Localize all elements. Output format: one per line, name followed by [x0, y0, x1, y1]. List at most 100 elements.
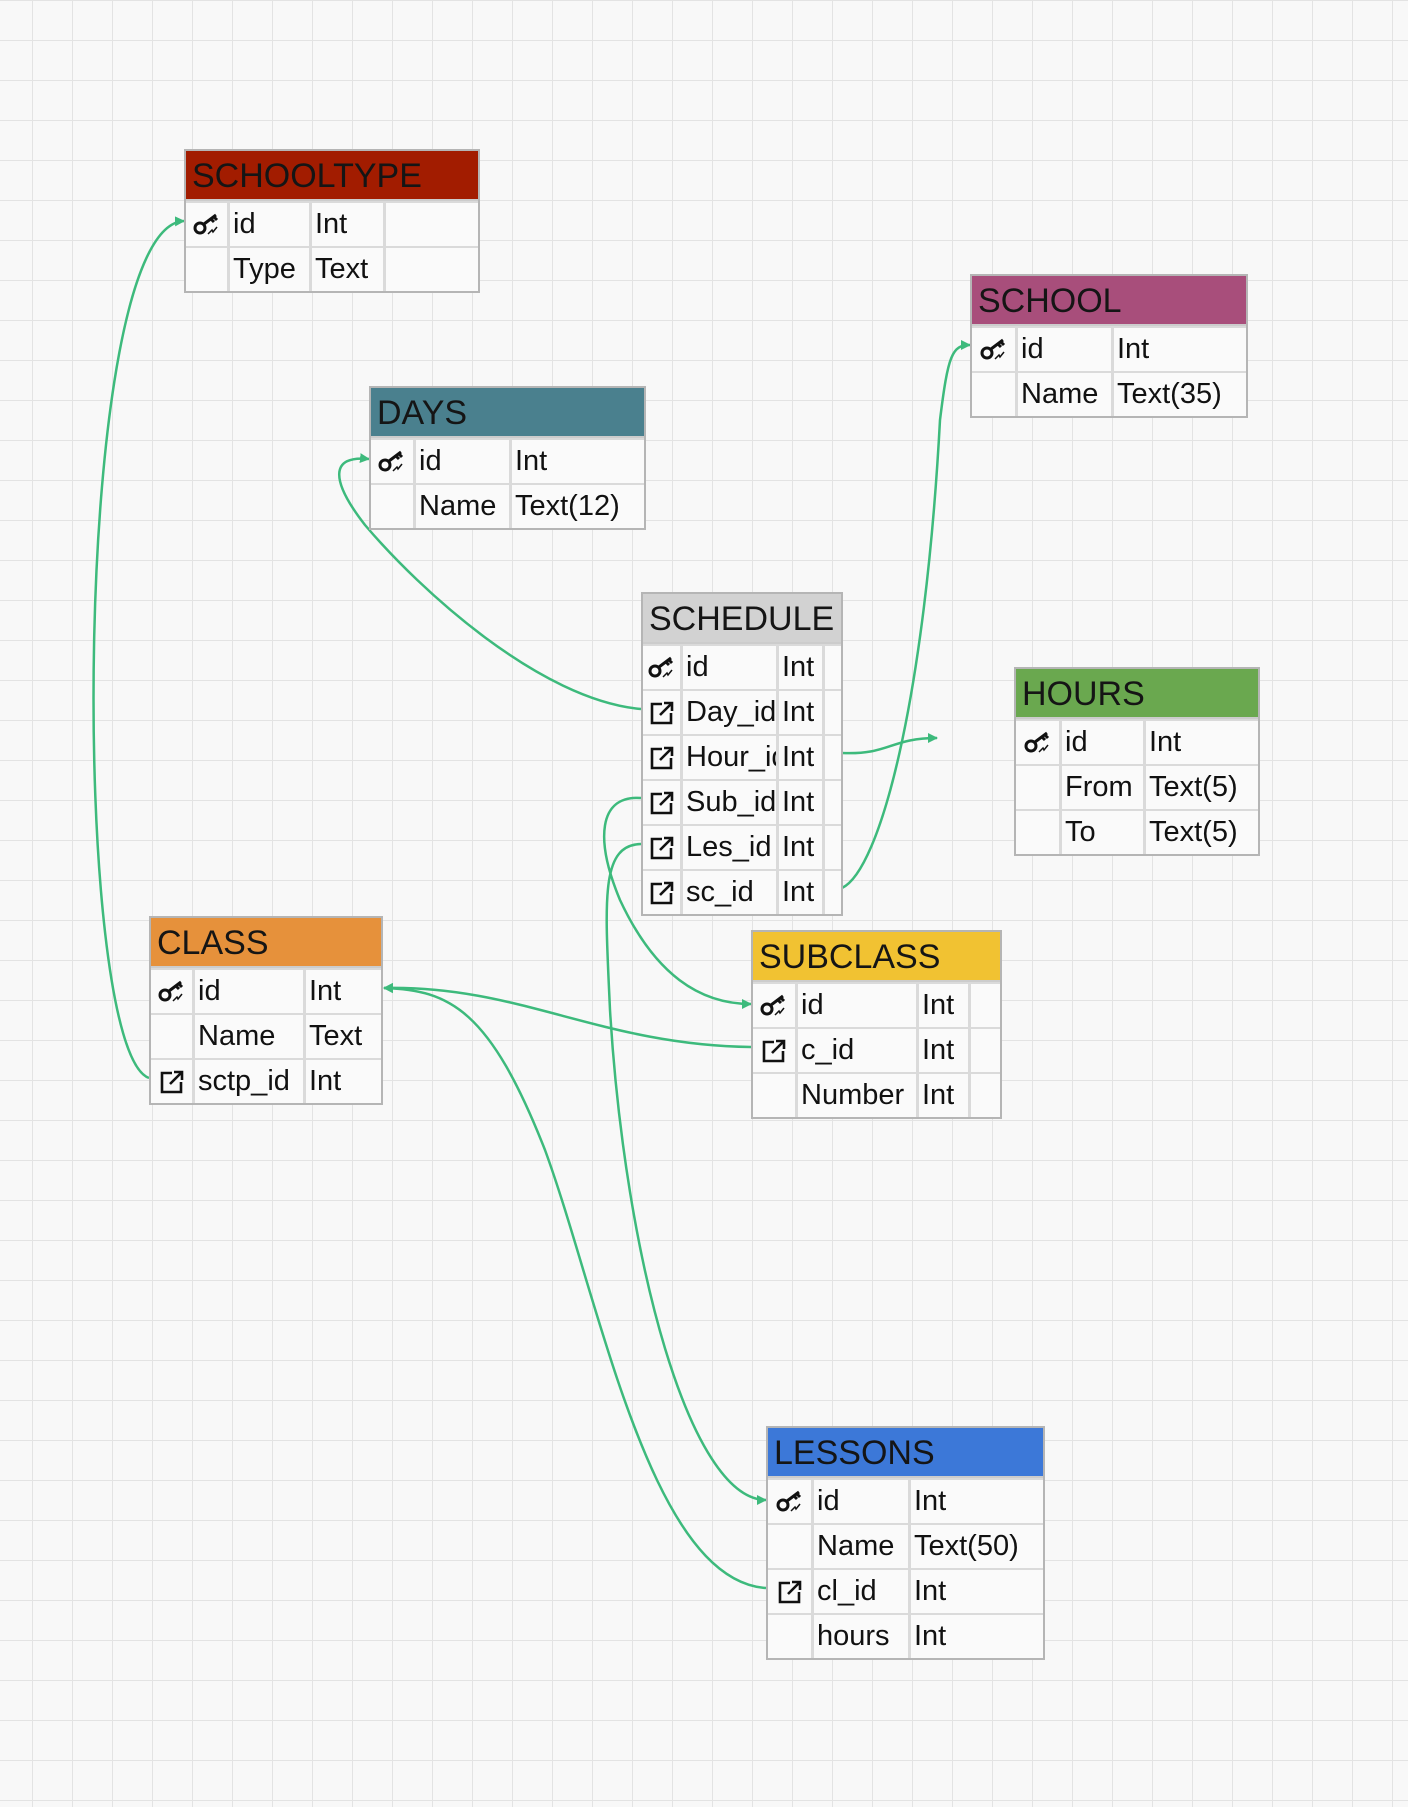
- field-name: Name: [1018, 373, 1114, 416]
- table-hours[interactable]: HOURS id Int From Text(5) To Text(5): [1014, 667, 1260, 856]
- empty-icon-cell: [371, 485, 416, 528]
- field-type: Int: [914, 1575, 947, 1607]
- field-row[interactable]: id Int: [643, 644, 841, 689]
- link-schedule-sub_id-to-subclass-id[interactable]: [603, 796, 752, 1009]
- table-header[interactable]: HOURS: [1016, 669, 1258, 719]
- field-name: id: [416, 440, 512, 483]
- field-name: sc_id: [683, 871, 779, 914]
- field-name: Sub_id: [683, 781, 779, 824]
- field-row[interactable]: c_id Int: [753, 1027, 1000, 1072]
- field-name: id: [814, 1480, 911, 1523]
- field-row[interactable]: Name Text(35): [972, 371, 1246, 416]
- link-subclass-c_id-to-class-id[interactable]: [383, 982, 752, 1049]
- extra-cell: [971, 1074, 1000, 1117]
- field-row[interactable]: id Int: [186, 201, 478, 246]
- field-type: Int: [309, 1065, 342, 1097]
- field-name: id: [230, 203, 312, 246]
- field-row[interactable]: Type Text: [186, 246, 478, 291]
- key-icon: [186, 203, 230, 246]
- table-lessons[interactable]: LESSONS id Int Name Text(50) cl_id Int h…: [766, 1426, 1045, 1660]
- field-row[interactable]: sc_id Int: [643, 869, 841, 914]
- extra-cell: [386, 203, 478, 246]
- link-schedule-sc_id-to-school-id[interactable]: [841, 340, 971, 890]
- empty-icon-cell: [753, 1074, 798, 1117]
- extra-cell: [825, 736, 841, 779]
- empty-icon-cell: [151, 1015, 195, 1058]
- field-name: Name: [416, 485, 512, 528]
- link-lessons-cl_id-to-class-id[interactable]: [383, 983, 767, 1590]
- field-row[interactable]: Name Text: [151, 1013, 381, 1058]
- field-row[interactable]: Name Text(12): [371, 483, 644, 528]
- empty-icon-cell: [768, 1525, 814, 1568]
- table-schedule[interactable]: SCHEDULE id Int Day_id Int Hour_id Int S…: [641, 592, 843, 916]
- field-name: sctp_id: [195, 1060, 306, 1103]
- field-type: Int: [312, 203, 386, 246]
- extra-cell: [825, 826, 841, 869]
- field-name: Name: [814, 1525, 911, 1568]
- extra-cell: [825, 871, 841, 914]
- field-type: Int: [779, 646, 825, 689]
- field-name: To: [1062, 811, 1146, 854]
- field-type: Int: [779, 871, 825, 914]
- field-name: hours: [814, 1615, 911, 1658]
- field-type: Int: [515, 445, 548, 477]
- table-header[interactable]: LESSONS: [768, 1428, 1043, 1478]
- field-row[interactable]: Day_id Int: [643, 689, 841, 734]
- field-row[interactable]: sctp_id Int: [151, 1058, 381, 1103]
- key-icon: [151, 970, 195, 1013]
- field-name: Les_id: [683, 826, 779, 869]
- field-row[interactable]: Les_id Int: [643, 824, 841, 869]
- link-schedule-les_id-to-lessons-id[interactable]: [605, 842, 767, 1505]
- field-name: From: [1062, 766, 1146, 809]
- field-name: Number: [798, 1074, 919, 1117]
- empty-icon-cell: [972, 373, 1018, 416]
- empty-icon-cell: [768, 1615, 814, 1658]
- field-name: id: [798, 984, 919, 1027]
- field-row[interactable]: id Int: [753, 982, 1000, 1027]
- link-schedule-day_id-to-days-id[interactable]: [338, 453, 642, 711]
- field-name: Name: [195, 1015, 306, 1058]
- field-row[interactable]: Hour_id Int: [643, 734, 841, 779]
- field-row[interactable]: Name Text(50): [768, 1523, 1043, 1568]
- field-type: Text(50): [914, 1530, 1019, 1562]
- field-row[interactable]: id Int: [972, 326, 1246, 371]
- foreign-key-icon: [753, 1029, 798, 1072]
- field-row[interactable]: Number Int: [753, 1072, 1000, 1117]
- foreign-key-icon: [643, 736, 683, 779]
- field-row[interactable]: id Int: [1016, 719, 1258, 764]
- field-row[interactable]: id Int: [768, 1478, 1043, 1523]
- field-row[interactable]: hours Int: [768, 1613, 1043, 1658]
- table-school[interactable]: SCHOOL id Int Name Text(35): [970, 274, 1248, 418]
- field-row[interactable]: Sub_id Int: [643, 779, 841, 824]
- key-icon: [371, 440, 416, 483]
- extra-cell: [825, 646, 841, 689]
- field-type: Text(5): [1149, 771, 1238, 803]
- field-row[interactable]: id Int: [151, 968, 381, 1013]
- field-row[interactable]: To Text(5): [1016, 809, 1258, 854]
- key-icon: [972, 328, 1018, 371]
- foreign-key-icon: [768, 1570, 814, 1613]
- table-header[interactable]: CLASS: [151, 918, 381, 968]
- empty-icon-cell: [186, 248, 230, 291]
- table-subclass[interactable]: SUBCLASS id Int c_id Int Number Int: [751, 930, 1002, 1119]
- table-class[interactable]: CLASS id Int Name Text sctp_id Int: [149, 916, 383, 1105]
- key-icon: [768, 1480, 814, 1523]
- link-schedule-hour_id-to-hours-id[interactable]: [841, 733, 938, 755]
- table-header[interactable]: SCHOOLTYPE: [186, 151, 478, 201]
- link-class-sctp_id-to-schooltype-id[interactable]: [92, 216, 185, 1080]
- table-header[interactable]: SCHOOL: [972, 276, 1246, 326]
- table-days[interactable]: DAYS id Int Name Text(12): [369, 386, 646, 530]
- field-name: c_id: [798, 1029, 919, 1072]
- field-row[interactable]: cl_id Int: [768, 1568, 1043, 1613]
- table-header[interactable]: SUBCLASS: [753, 932, 1000, 982]
- field-name: id: [195, 970, 306, 1013]
- table-header[interactable]: SCHEDULE: [643, 594, 841, 644]
- table-header[interactable]: DAYS: [371, 388, 644, 438]
- field-type: Text(12): [515, 490, 620, 522]
- table-schooltype[interactable]: SCHOOLTYPE id Int Type Text: [184, 149, 480, 293]
- key-icon: [1016, 721, 1062, 764]
- foreign-key-icon: [643, 871, 683, 914]
- field-row[interactable]: id Int: [371, 438, 644, 483]
- field-row[interactable]: From Text(5): [1016, 764, 1258, 809]
- foreign-key-icon: [151, 1060, 195, 1103]
